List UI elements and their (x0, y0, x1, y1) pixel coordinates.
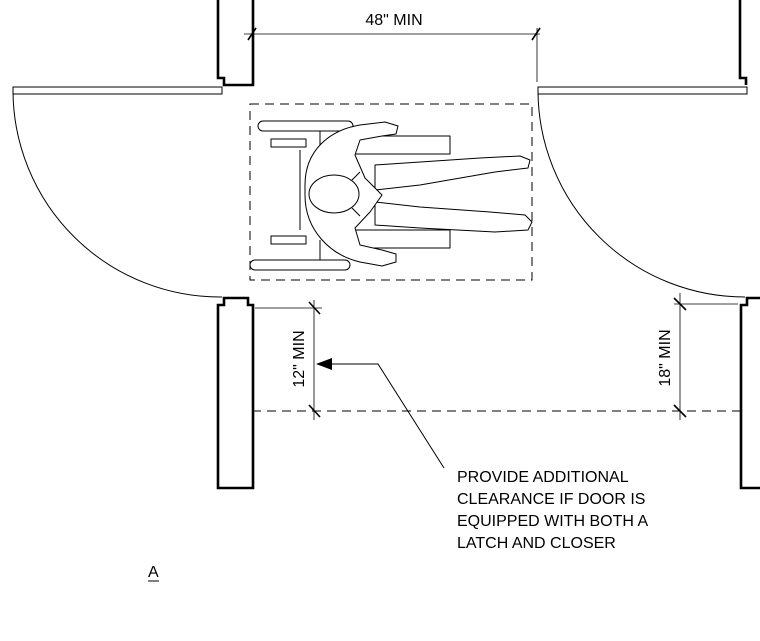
note-line-4: LATCH AND CLOSER (457, 535, 616, 552)
wheel-top (257, 120, 354, 132)
right-clearance-dimension: 18" MIN (657, 293, 738, 420)
note-line-1: PROVIDE ADDITIONAL (457, 469, 629, 486)
leg-bottom (374, 201, 533, 233)
leg-top (374, 155, 531, 191)
note-line-3: EQUIPPED WITH BOTH A (457, 513, 648, 530)
leader-line (330, 363, 445, 469)
note-line-2: CLEARANCE IF DOOR IS (457, 491, 645, 508)
left-door-swing-arc (12, 91, 223, 298)
left-door (12, 86, 223, 298)
wheel-bottom (249, 259, 351, 271)
push-handle-bottom (270, 235, 307, 245)
wheelchair-figure (249, 120, 533, 271)
clearance-note: PROVIDE ADDITIONAL CLEARANCE IF DOOR IS … (457, 469, 648, 552)
left-clearance-label: 12" MIN (291, 330, 308, 387)
right-door (537, 86, 748, 298)
width-tick-right (531, 27, 541, 41)
push-handle-top (270, 138, 307, 148)
upper-right-jamb (738, 0, 748, 85)
head (308, 174, 360, 214)
upper-left-jamb (216, 0, 255, 87)
left-door-leaf (12, 86, 223, 95)
right-clearance-label: 18" MIN (657, 329, 674, 386)
left-clearance-dimension: 12" MIN (255, 300, 322, 420)
width-dimension-label: 48" MIN (365, 12, 422, 29)
leader-arrowhead (316, 358, 332, 370)
lower-right-jamb (739, 296, 760, 490)
shoulder-lines (351, 171, 361, 217)
width-tick-left (247, 27, 257, 41)
right-door-swing-arc (537, 91, 746, 298)
figure-label: A (148, 564, 159, 581)
note-leader (316, 358, 445, 469)
clear-floor-space (249, 103, 533, 281)
walls (216, 0, 760, 490)
lower-left-jamb (216, 296, 255, 490)
width-dimension: 48" MIN (244, 12, 541, 82)
right-door-leaf (537, 86, 748, 95)
armrest-bottom (354, 229, 451, 249)
